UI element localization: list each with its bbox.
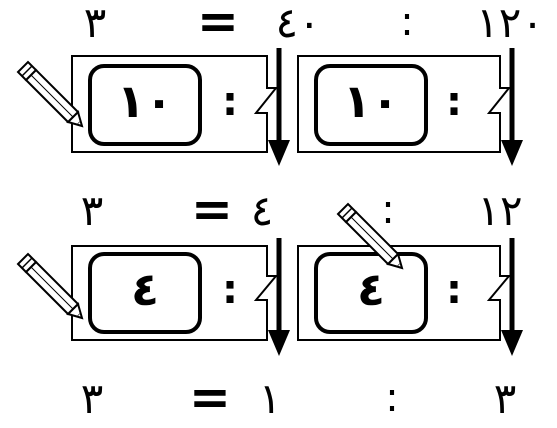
row1-num-a: ١٢٠: [476, 0, 544, 47]
row3-num-b: ١: [258, 374, 282, 423]
row1-left-card: [71, 55, 279, 153]
row2-left-box-colon: :: [222, 267, 238, 313]
row2-right-box-value: ٤: [356, 262, 386, 316]
row2-right-box-colon: :: [446, 267, 462, 313]
row3-result: ٣: [80, 374, 104, 423]
row1-colon: :: [400, 0, 414, 45]
row1-result: ٣: [83, 0, 107, 47]
row1-num-b: ٤٠: [275, 0, 321, 47]
row2-right-card: [297, 245, 512, 341]
row1-left-box-value: ١٠: [116, 74, 174, 128]
row2-colon: :: [381, 187, 395, 233]
row3-num-a: ٣: [493, 374, 517, 423]
row3-colon: :: [385, 375, 399, 421]
row1-right-box-colon: :: [446, 79, 462, 125]
row1-left-arrow: [268, 48, 290, 166]
row2-right-answer-box: [314, 252, 428, 334]
row2-equals: =: [191, 180, 233, 238]
row1-right-card: [297, 55, 512, 153]
row2-left-box-value: ٤: [130, 262, 160, 316]
row2-left-arrow: [268, 238, 290, 356]
row1-left-answer-box: [88, 64, 202, 146]
row2-result: ٣: [80, 186, 104, 235]
row1-right-answer-box: [314, 64, 428, 146]
row2-num-a: ١٢: [477, 186, 523, 235]
row2-left-answer-box: [88, 252, 202, 334]
row2-left-card: [71, 245, 279, 341]
row1-left-box-colon: :: [222, 79, 238, 125]
row3-equals: =: [189, 368, 231, 426]
row1-right-arrow: [501, 48, 523, 166]
row1-equals: =: [197, 0, 239, 50]
row2-right-arrow: [501, 238, 523, 356]
row1-right-box-value: ١٠: [342, 74, 400, 128]
row2-num-b: ٤: [250, 186, 274, 235]
